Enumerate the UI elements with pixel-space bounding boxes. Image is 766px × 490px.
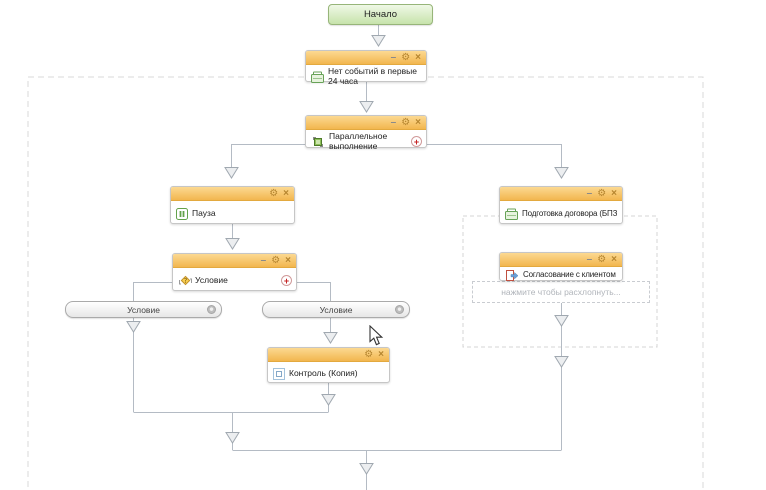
block-title: Контроль (Копия) xyxy=(289,368,358,379)
connector-paths xyxy=(133,25,562,490)
activity-block-control[interactable]: ⚙ × Контроль (Копия) xyxy=(267,347,390,383)
activity-block-pause[interactable]: ⚙ × Пауза xyxy=(170,186,295,224)
condition-icon: ? xyxy=(178,275,193,288)
block-title: Пауза xyxy=(192,208,216,219)
svg-text:?: ? xyxy=(184,277,188,285)
close-icon[interactable]: × xyxy=(415,117,421,128)
close-icon[interactable]: × xyxy=(611,188,617,199)
block-title: Параллельное выполнение xyxy=(329,131,388,151)
block-title: Условие xyxy=(195,275,228,286)
parallel-icon xyxy=(311,136,325,148)
collapsed-hint-text: нажмите чтобы расхлопнуть... xyxy=(501,287,621,297)
control-icon xyxy=(273,368,285,380)
branch-label: Условие xyxy=(127,304,160,315)
activity-block-no-events[interactable]: – ⚙ × Нет событий в первые 24 часа xyxy=(305,50,427,85)
block-header: ⚙ × xyxy=(171,187,294,201)
minimize-icon[interactable]: – xyxy=(390,52,397,63)
close-icon[interactable]: × xyxy=(378,349,384,360)
block-header: ⚙ × xyxy=(268,348,389,362)
minimize-icon[interactable]: – xyxy=(586,254,593,265)
close-icon[interactable]: × xyxy=(611,254,617,265)
minimize-icon[interactable]: – xyxy=(390,117,397,128)
settings-icon[interactable]: ⚙ xyxy=(401,117,411,128)
start-node[interactable]: Начало xyxy=(328,4,433,25)
block-header: – ⚙ × xyxy=(306,51,426,65)
branch-settings-icon[interactable] xyxy=(395,304,404,314)
right-branch-group-outline xyxy=(462,215,658,348)
add-branch-button[interactable]: + xyxy=(411,135,422,147)
add-branch-button[interactable]: + xyxy=(281,275,292,286)
arrowheads xyxy=(126,35,569,475)
minimize-icon[interactable]: – xyxy=(586,188,593,199)
condition-branch-left[interactable]: Условие xyxy=(65,301,222,318)
block-header: – ⚙ × xyxy=(500,187,622,201)
condition-branch-right[interactable]: Условие xyxy=(262,301,410,318)
block-header: – ⚙ × xyxy=(306,116,426,130)
activity-block-condition[interactable]: – ⚙ × ? Условие + xyxy=(172,253,297,291)
mouse-cursor xyxy=(369,325,384,346)
pause-icon xyxy=(176,208,188,220)
block-header: – ⚙ × xyxy=(173,254,296,268)
activity-block-parallel[interactable]: – ⚙ × Параллельное выполнение + xyxy=(305,115,427,151)
block-header: – ⚙ × xyxy=(500,253,622,267)
approval-icon xyxy=(505,269,519,282)
start-label: Начало xyxy=(363,9,398,20)
document-icon xyxy=(505,208,518,220)
branch-label: Условие xyxy=(319,304,353,315)
block-title: Нет событий в первые 24 часа xyxy=(328,66,417,86)
collapsed-content-area[interactable]: нажмите чтобы расхлопнуть... xyxy=(472,281,650,303)
close-icon[interactable]: × xyxy=(283,188,289,199)
settings-icon[interactable]: ⚙ xyxy=(597,188,607,199)
block-title: Подготовка договора (БПЗ) xyxy=(522,209,617,218)
outer-group-outline xyxy=(27,76,704,490)
settings-icon[interactable]: ⚙ xyxy=(597,254,607,265)
block-title: Согласование с клиентом xyxy=(523,271,616,280)
settings-icon[interactable]: ⚙ xyxy=(401,52,411,63)
branch-settings-icon[interactable] xyxy=(207,304,216,314)
settings-icon[interactable]: ⚙ xyxy=(269,188,279,199)
activity-block-approval[interactable]: – ⚙ × Согласование с клиентом xyxy=(499,252,623,281)
event-icon xyxy=(311,71,324,83)
close-icon[interactable]: × xyxy=(415,52,421,63)
minimize-icon[interactable]: – xyxy=(260,255,267,266)
settings-icon[interactable]: ⚙ xyxy=(364,349,374,360)
settings-icon[interactable]: ⚙ xyxy=(271,255,281,266)
close-icon[interactable]: × xyxy=(285,255,291,266)
activity-block-contract[interactable]: – ⚙ × Подготовка договора (БПЗ) xyxy=(499,186,623,224)
